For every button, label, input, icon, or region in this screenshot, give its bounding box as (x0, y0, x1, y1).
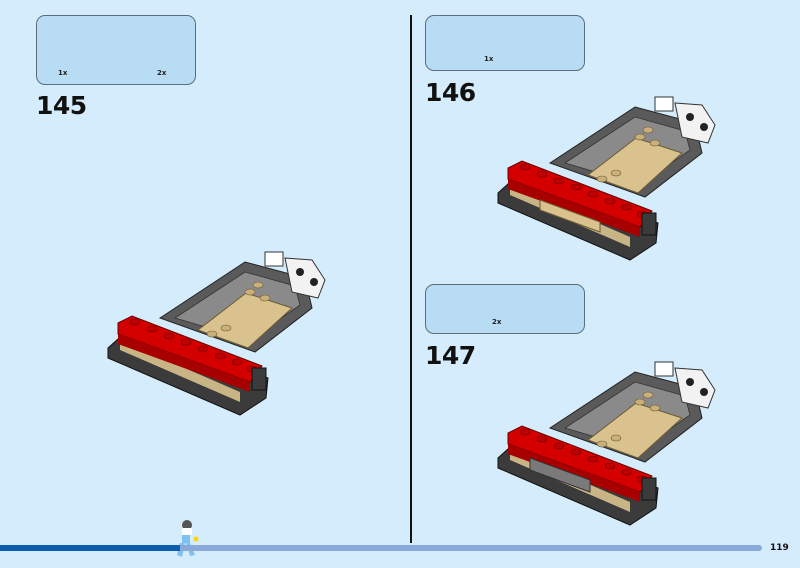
column-divider (410, 15, 412, 543)
part-qty: 1x (484, 55, 494, 63)
model-step-146 (497, 96, 716, 261)
progress-track (0, 545, 762, 551)
step-number: 147 (425, 341, 476, 370)
part-qty: 2x (157, 69, 167, 77)
progress-fill (0, 545, 180, 551)
minifigure-icon (177, 520, 199, 557)
part-qty: 2x (492, 318, 502, 326)
step-number: 146 (425, 78, 476, 107)
step-number: 145 (36, 91, 87, 120)
parts-box-step-145: 1x 2x (36, 15, 196, 85)
part-qty: 1x (58, 69, 68, 77)
model-step-147 (497, 361, 716, 526)
model-step-145 (107, 251, 326, 416)
parts-box-step-147: 2x (425, 284, 585, 334)
parts-box-step-146: 1x (425, 15, 585, 71)
page-number: 119 (770, 543, 789, 553)
